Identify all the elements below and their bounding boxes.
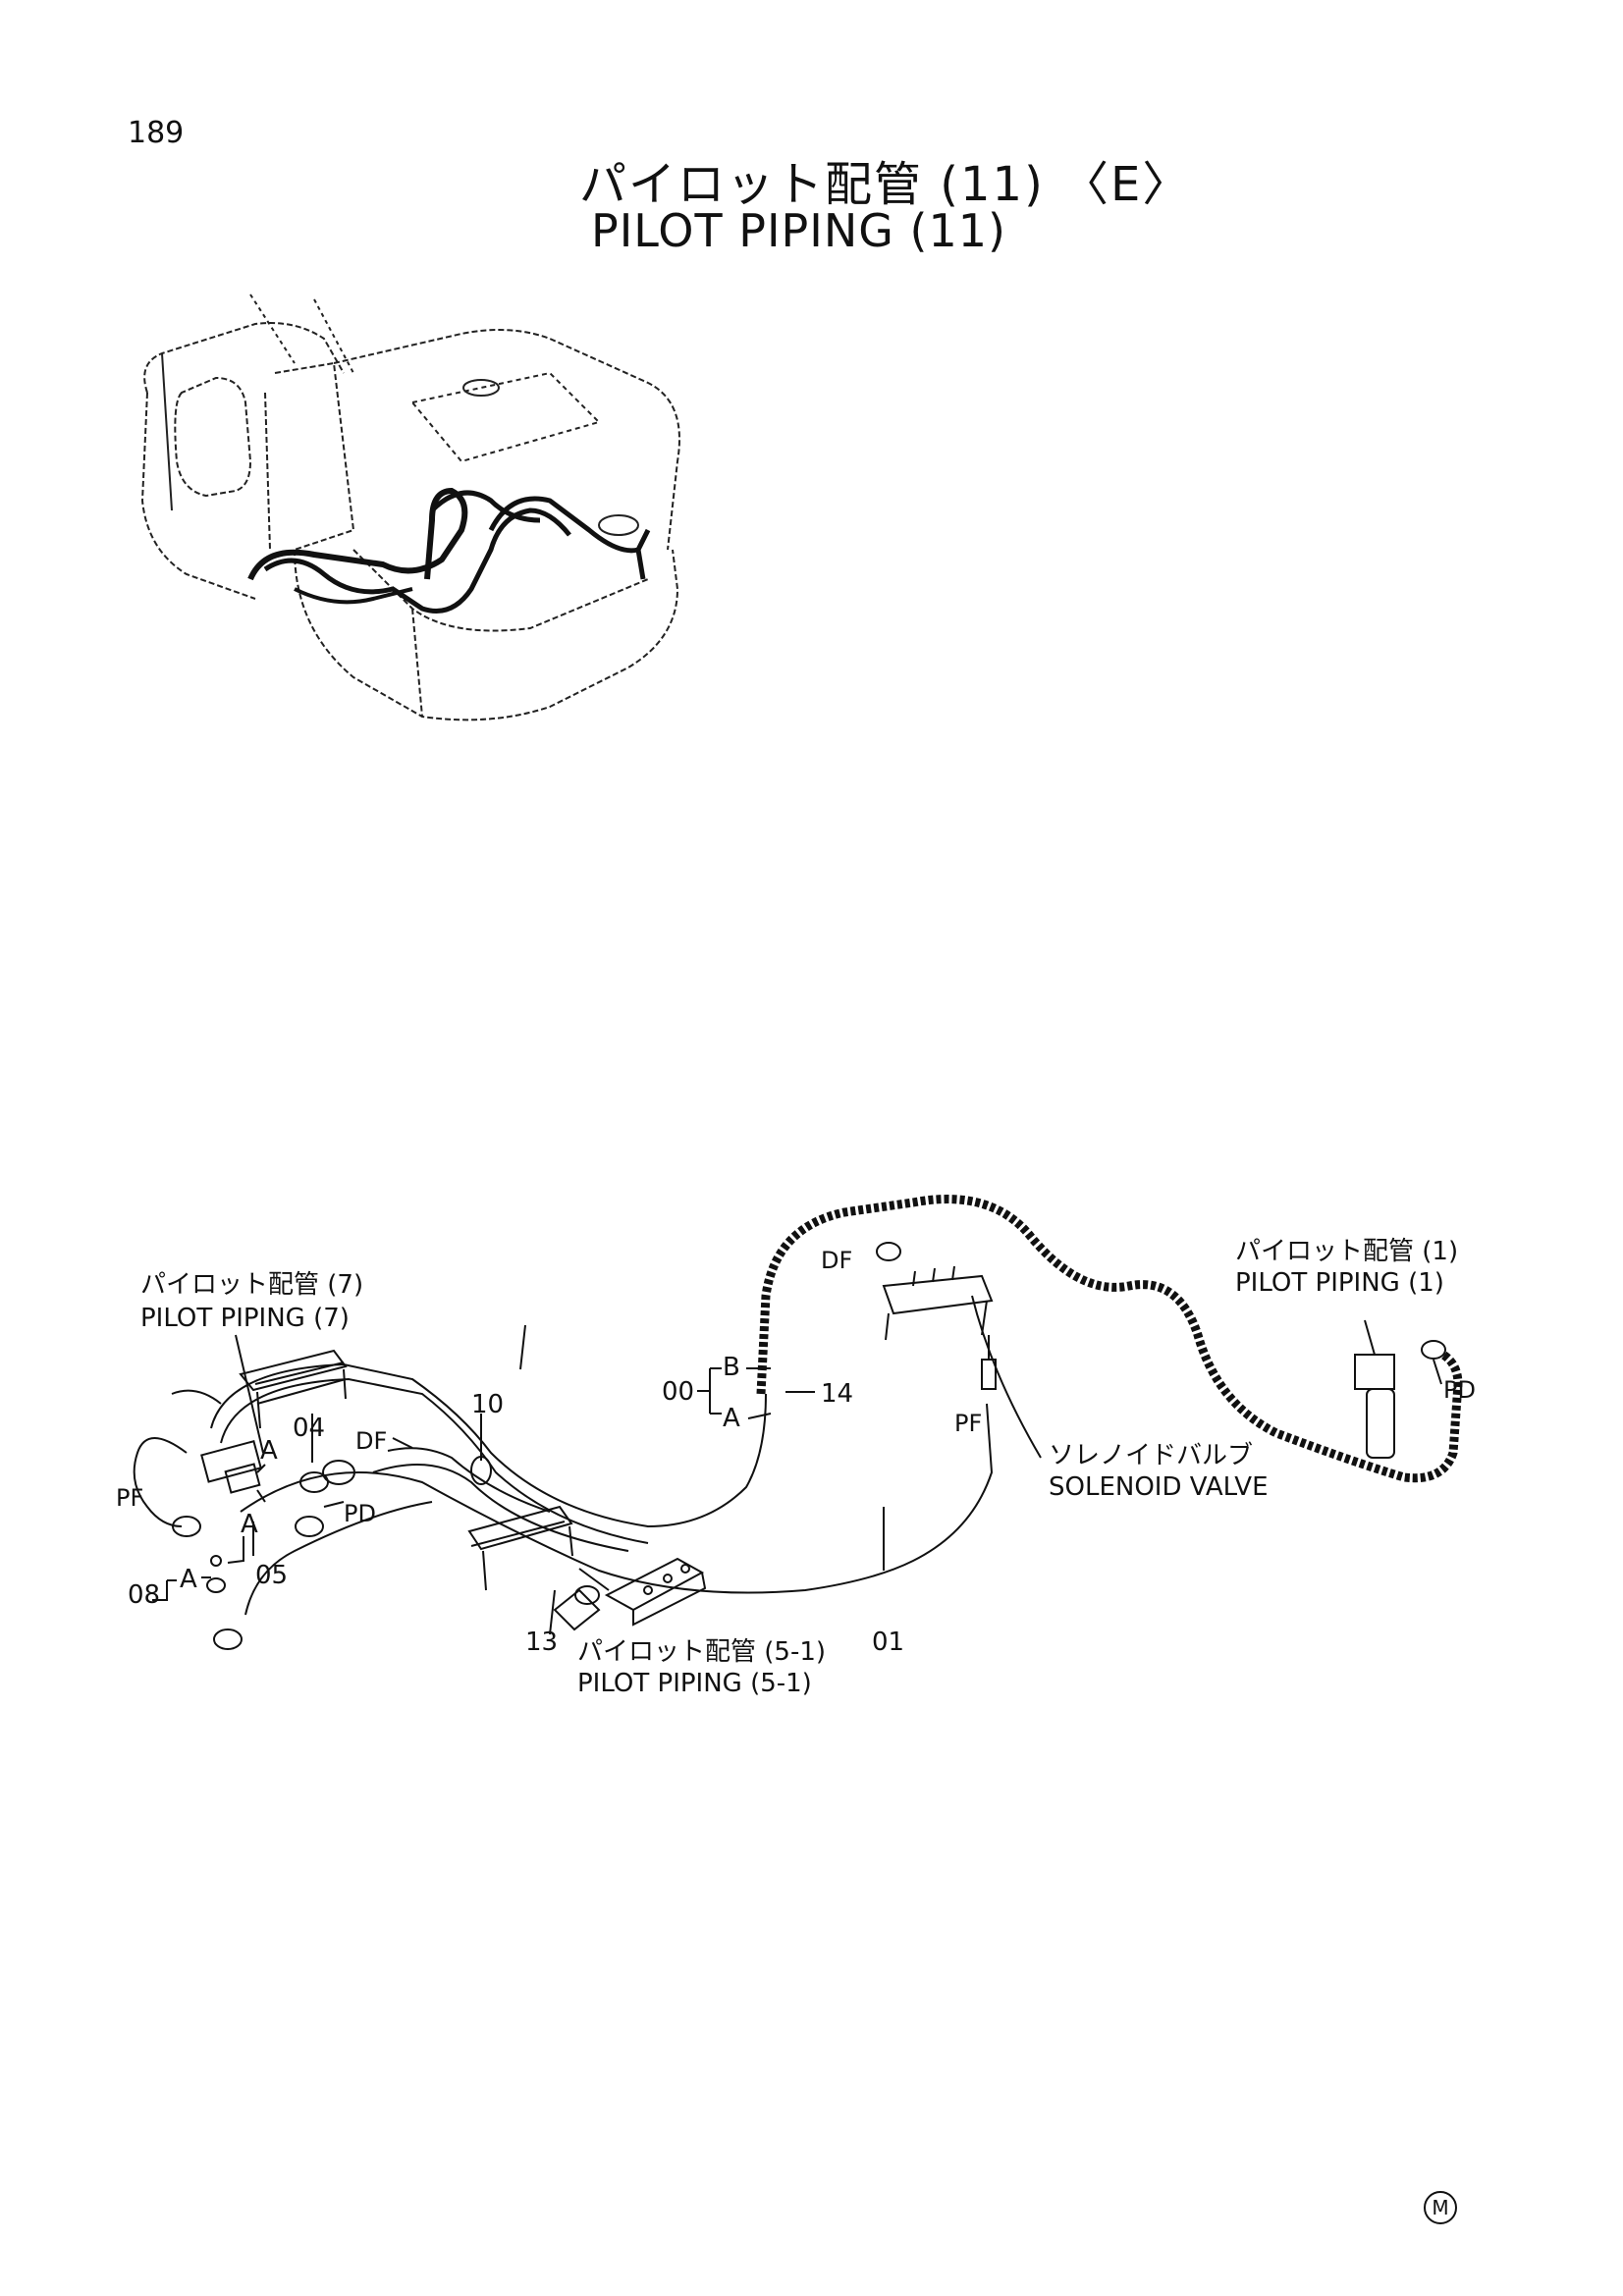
port-label-a-05: A xyxy=(241,1510,258,1539)
page-number: 189 xyxy=(128,116,185,150)
callout-pilot-piping-1-en: PILOT PIPING (1) xyxy=(1235,1268,1444,1298)
port-label-pd-right: PD xyxy=(1443,1376,1476,1404)
pilot-piping-diagram xyxy=(133,1242,1446,1650)
port-label-pf-right: PF xyxy=(954,1410,983,1437)
port-label-df-top: DF xyxy=(821,1247,853,1274)
part-number-00: 00 xyxy=(662,1377,695,1407)
port-label-a-00: A xyxy=(723,1404,740,1433)
callout-pilot-piping-7-jp: パイロット配管 (7) xyxy=(140,1270,364,1300)
page-title-english: PILOT PIPING (11) xyxy=(591,204,1006,257)
port-label-pd-left: PD xyxy=(344,1500,376,1527)
callout-pilot-piping-5-1-jp: パイロット配管 (5-1) xyxy=(577,1637,827,1667)
callout-pilot-piping-7-en: PILOT PIPING (7) xyxy=(140,1304,350,1333)
part-number-05: 05 xyxy=(255,1561,289,1590)
callout-pilot-piping-1-jp: パイロット配管 (1) xyxy=(1235,1237,1459,1266)
excavator-overview-illustration xyxy=(140,294,680,721)
page-title-japanese: パイロット配管 (11) 〈E〉 xyxy=(579,157,1192,212)
part-number-14: 14 xyxy=(821,1379,854,1409)
port-label-a-04: A xyxy=(260,1436,278,1466)
port-label-df-left: DF xyxy=(355,1427,388,1455)
callout-pilot-piping-5-1-en: PILOT PIPING (5-1) xyxy=(577,1669,812,1698)
part-number-10: 10 xyxy=(471,1390,505,1419)
port-label-a-08: A xyxy=(180,1565,197,1594)
part-number-01: 01 xyxy=(872,1628,905,1657)
armored-hose xyxy=(756,1195,1463,1483)
port-label-b-00: B xyxy=(723,1353,740,1382)
callout-solenoid-valve-en: SOLENOID VALVE xyxy=(1049,1472,1269,1502)
part-number-04: 04 xyxy=(293,1414,326,1443)
port-label-pf-left: PF xyxy=(116,1484,144,1512)
page-marker-m: M xyxy=(1424,2191,1457,2224)
part-number-13: 13 xyxy=(525,1628,559,1657)
part-number-08: 08 xyxy=(128,1580,161,1610)
callout-solenoid-valve-jp: ソレノイドバルブ xyxy=(1049,1441,1254,1470)
